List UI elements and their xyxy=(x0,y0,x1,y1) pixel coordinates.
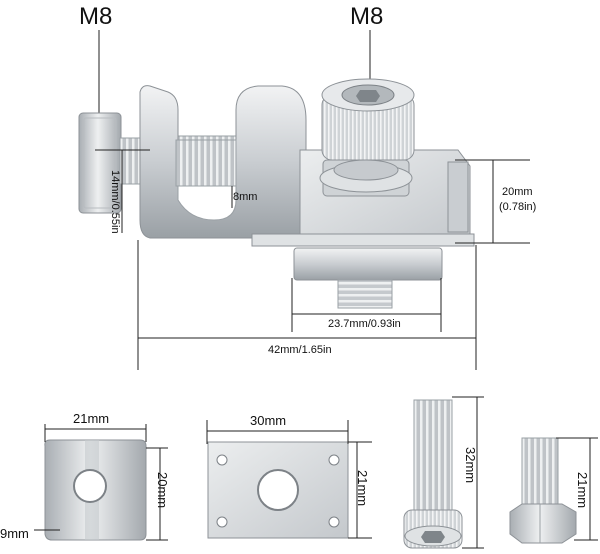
socket-bolt-part: 32mm xyxy=(403,396,484,549)
plate-height-label: 21mm xyxy=(355,470,370,506)
clamp-body xyxy=(139,85,475,247)
socket-head-screw xyxy=(319,78,415,197)
plate-width-label: 30mm xyxy=(250,413,286,428)
dim-20mm-inch-label: (0.78in) xyxy=(499,201,536,213)
dim-42mm-label: 42mm/1.65in xyxy=(268,344,332,356)
dim-20mm-label: 20mm xyxy=(502,186,533,198)
nut-depth-label: 9mm xyxy=(0,526,29,541)
nut-height-label: 20mm xyxy=(155,472,170,508)
m8-left-label: M8 xyxy=(79,3,112,30)
m8-right-label: M8 xyxy=(350,3,383,30)
plate-center-hole xyxy=(257,469,299,511)
bolt-short-label: 21mm xyxy=(575,472,590,508)
bolt-long-label: 32mm xyxy=(463,447,478,483)
square-nut-part: 21mm 20mm 9mm xyxy=(0,411,170,541)
hex-bolt-part: 21mm xyxy=(509,437,598,544)
plate-part: 30mm 21mm xyxy=(206,413,372,539)
dim-14mm-label: 14mm/0.55in xyxy=(109,170,121,234)
dim-8mm-label: 8mm xyxy=(233,191,257,203)
nut-width-label: 21mm xyxy=(73,411,109,426)
t-nut xyxy=(293,247,443,309)
main-assembly: 14mm/0.55in 8mm 20mm (0.78in) 23.7mm/0.9… xyxy=(78,3,536,370)
dim-23-7mm-label: 23.7mm/0.93in xyxy=(328,318,401,330)
